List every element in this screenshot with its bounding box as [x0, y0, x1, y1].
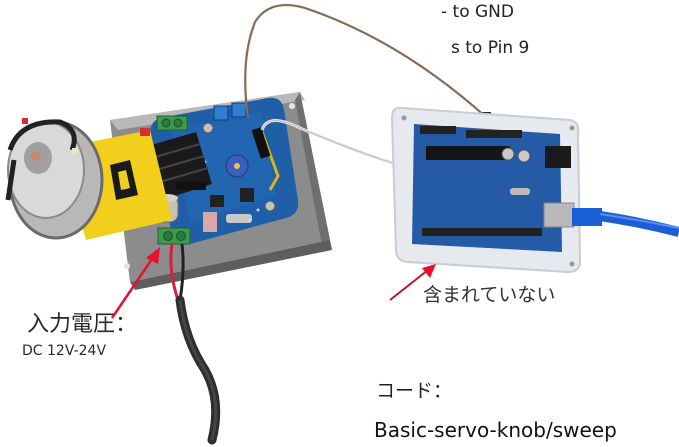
- code-title: コード：: [376, 380, 453, 402]
- signal-wire-brown: [244, 4, 488, 119]
- arrow-input-voltage: [110, 247, 160, 319]
- input-voltage-title: 入力電圧：: [27, 312, 138, 337]
- power-cable: [169, 243, 221, 445]
- arrow-not-included: [389, 264, 436, 301]
- arduino-board: [390, 106, 582, 274]
- signal-wire-label: s to Pin 9: [451, 38, 530, 58]
- not-included-label: 含まれていない: [423, 284, 556, 306]
- dc-motor: [5, 118, 172, 240]
- terminal-block-power: [157, 227, 191, 245]
- code-value: Basic-servo-knob/sweep: [374, 418, 617, 442]
- usb-cable: [572, 208, 679, 237]
- terminal-block-top: [156, 115, 188, 131]
- input-voltage-value: DC 12V-24V: [22, 343, 107, 359]
- gnd-wire-label: - to GND: [441, 2, 514, 22]
